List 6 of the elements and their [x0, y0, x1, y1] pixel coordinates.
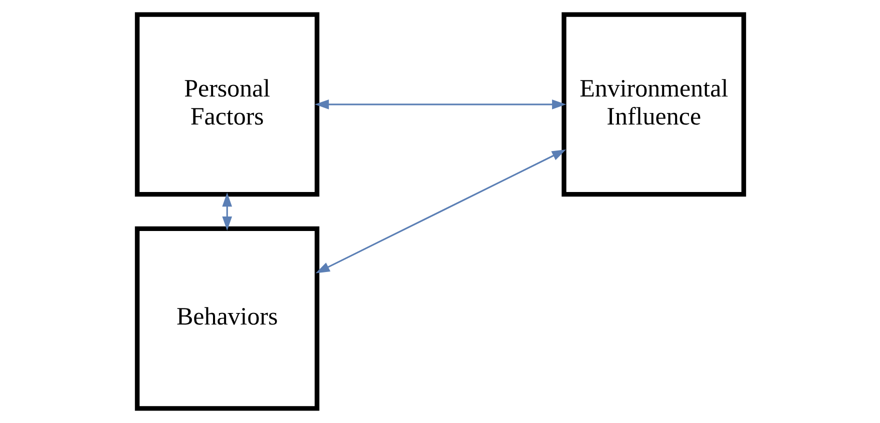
arrow: [314, 100, 566, 110]
arrow: [315, 149, 566, 274]
node-box: Personal Factors: [134, 12, 319, 197]
arrow: [222, 192, 232, 231]
node-box: Environmental Influence: [561, 12, 746, 197]
node-box: Behaviors: [134, 226, 319, 411]
